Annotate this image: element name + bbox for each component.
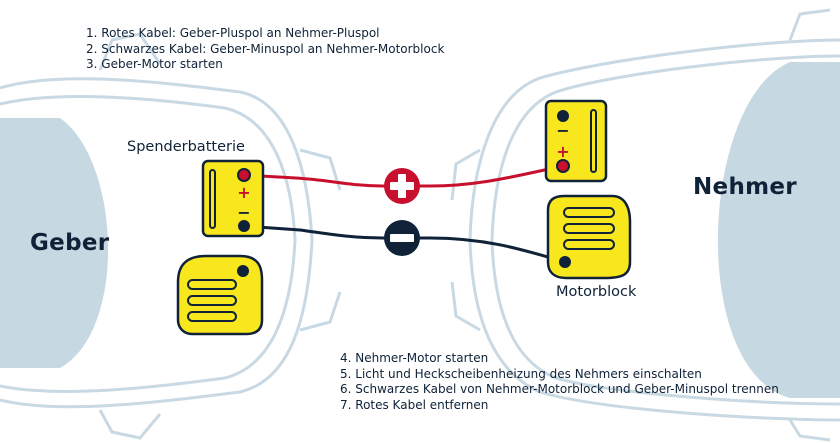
receiver-engine-block [546, 194, 632, 280]
donor-plus-sign: + [237, 183, 250, 202]
receiver-battery: − + [544, 99, 608, 183]
donor-plus-terminal [237, 168, 251, 182]
instructions-bottom: 4. Nehmer-Motor starten 5. Licht und Hec… [340, 351, 779, 413]
donor-windshield [0, 118, 109, 368]
red-cable [243, 164, 564, 188]
donor-car-body [0, 32, 342, 440]
plus-icon [384, 168, 420, 204]
instruction-step-2: 2. Schwarzes Kabel: Geber-Minuspol an Ne… [86, 41, 445, 56]
donor-engine-block [176, 254, 264, 336]
receiver-plus-terminal [556, 159, 570, 173]
instruction-step-1: 1. Rotes Kabel: Geber-Pluspol an Nehmer-… [86, 26, 380, 40]
donor-battery: + − [201, 159, 265, 238]
receiver-car-label: Nehmer [693, 174, 797, 200]
minus-icon [384, 220, 420, 256]
black-cable [243, 224, 566, 264]
instruction-step-6: 6. Schwarzes Kabel von Nehmer-Motorblock… [340, 382, 779, 396]
instruction-step-3: 3. Geber-Motor starten [86, 57, 223, 71]
receiver-plus-sign: + [556, 142, 569, 161]
instructions-top: 1. Rotes Kabel: Geber-Pluspol an Nehmer-… [86, 26, 444, 73]
receiver-car-body [450, 8, 840, 442]
instruction-step-5: 5. Licht und Heckscheibenheizung des Neh… [340, 366, 702, 381]
receiver-minus-sign: − [556, 121, 569, 140]
donor-minus-sign: − [237, 203, 250, 222]
instruction-step-4: 4. Nehmer-Motor starten [340, 351, 489, 365]
receiver-ground-point [559, 256, 571, 268]
engine-block-label: Motorblock [556, 284, 637, 300]
donor-battery-label: Spenderbatterie [127, 139, 245, 155]
donor-minus-terminal [238, 220, 250, 232]
receiver-minus-terminal [557, 110, 569, 122]
donor-car-label: Geber [30, 230, 110, 256]
instruction-step-7: 7. Rotes Kabel entfernen [340, 397, 489, 412]
receiver-windshield [717, 62, 840, 398]
